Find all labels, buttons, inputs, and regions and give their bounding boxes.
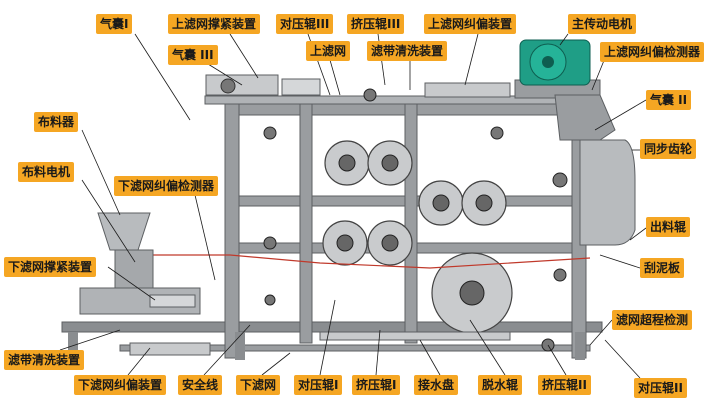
drip-tray (319, 331, 511, 341)
idler (553, 268, 567, 282)
feeder-body (114, 249, 154, 291)
idler (363, 88, 377, 102)
leader (207, 63, 243, 86)
idler (490, 126, 504, 140)
leader (329, 59, 341, 96)
main-motor-hub (542, 56, 554, 68)
label-upper-mesh: 上滤网 (306, 41, 351, 61)
label-belt-washer-top: 滤带清洗装置 (367, 41, 448, 61)
bottom-rail (119, 344, 591, 352)
label-upper-tension: 上滤网撑紧装置 (168, 14, 261, 34)
leader (589, 319, 613, 346)
leader (419, 339, 441, 376)
leader (194, 194, 216, 281)
leader (629, 227, 647, 241)
hub (381, 234, 399, 252)
label-airbag-1: 气囊I (96, 14, 133, 34)
leader (81, 179, 136, 263)
leader (599, 254, 641, 269)
label-pressure-roller-3: 对压辊III (276, 14, 334, 34)
foot (575, 332, 585, 360)
leader (127, 347, 151, 376)
label-pressure-roller-2: 对压辊II (634, 378, 687, 398)
idler (264, 294, 276, 306)
foot (235, 332, 245, 360)
label-lower-tension: 下滤网撑紧装置 (4, 257, 97, 277)
label-squeeze-roller-3: 挤压辊III (347, 14, 405, 34)
roller-hubs (336, 154, 493, 306)
leader (547, 344, 567, 376)
label-dewatering-roller: 脱水辊 (478, 375, 523, 395)
label-airbag-3: 气囊 III (168, 45, 218, 65)
label-squeeze-roller-2: 挤压辊II (538, 375, 591, 395)
label-sync-gear: 同步齿轮 (640, 139, 697, 159)
leader (464, 33, 479, 86)
label-feeder-motor: 布料电机 (18, 162, 75, 182)
label-scraper: 刮泥板 (640, 258, 685, 278)
label-mesh-overtravel: 滤网超程检测 (612, 310, 693, 330)
belt-filter-press-machine (61, 39, 636, 360)
leader (59, 329, 121, 351)
hub (336, 234, 354, 252)
hub (475, 194, 493, 212)
label-pressure-roller-1: 对压辊I (294, 375, 343, 395)
leader (559, 33, 569, 46)
label-lower-mesh: 下滤网 (236, 375, 281, 395)
frame-post-2 (299, 102, 313, 344)
leader (203, 324, 251, 376)
gear-housing (579, 139, 636, 246)
leader (319, 299, 336, 376)
idler (552, 172, 568, 188)
label-airbag-2: 气囊 II (646, 90, 692, 110)
label-squeeze-roller-1: 挤压辊I (352, 375, 401, 395)
label-belt-washer-bottom: 滤带清洗装置 (4, 350, 85, 370)
filter-belt (150, 254, 591, 269)
idler (263, 236, 277, 250)
lower-tension-cylinder (149, 294, 196, 308)
hub (381, 154, 399, 172)
leader (469, 319, 506, 376)
leader (81, 129, 121, 216)
label-safety-line: 安全线 (178, 375, 223, 395)
label-feeder: 布料器 (34, 112, 79, 132)
upper-correction-box (424, 82, 511, 98)
leader (591, 57, 606, 91)
leader (134, 33, 191, 121)
label-lower-correction: 下滤网纠偏装置 (74, 375, 167, 395)
label-discharge-roller: 出料辊 (646, 217, 691, 237)
foot (68, 332, 78, 354)
label-upper-correction: 上滤网纠偏装置 (424, 14, 517, 34)
label-drip-tray: 接水盘 (414, 375, 459, 395)
label-main-motor: 主传动电机 (568, 14, 637, 34)
hub (432, 194, 450, 212)
leader (594, 99, 647, 131)
idlers (263, 88, 568, 352)
leader (107, 266, 156, 301)
idler (263, 126, 277, 140)
upper-tension-roller (220, 78, 236, 94)
label-upper-correction-detector: 上滤网纠偏检测器 (600, 42, 705, 62)
leader (604, 339, 641, 379)
upper-housing (554, 94, 616, 141)
hub (459, 280, 485, 306)
base-rail (61, 321, 603, 333)
leader (375, 329, 381, 376)
leader (261, 352, 291, 376)
frame-left-post (224, 102, 240, 359)
hub (338, 154, 356, 172)
leader (229, 33, 259, 79)
frame-post-3 (404, 102, 418, 344)
upper-tension-cylinder (281, 78, 321, 96)
label-lower-correction-detector: 下滤网纠偏检测器 (114, 176, 219, 196)
lower-correction-box (129, 342, 211, 356)
